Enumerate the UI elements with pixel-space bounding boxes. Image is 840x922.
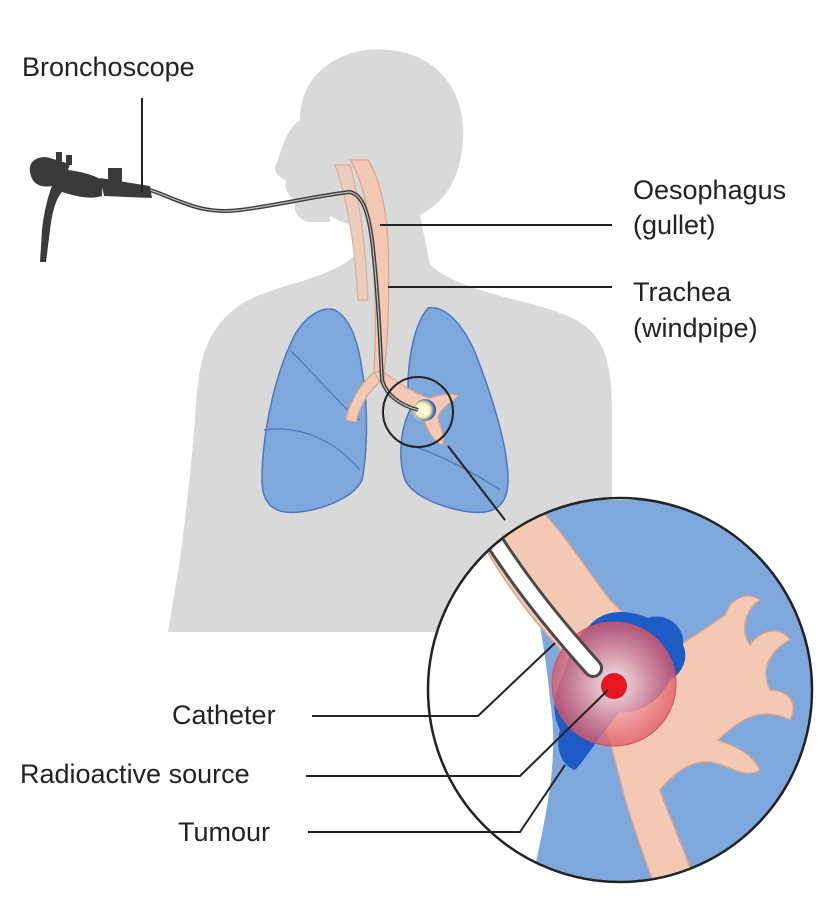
tumour-leader [308, 764, 566, 833]
left-lung [400, 307, 509, 514]
radioactive-source-label: Radioactive source [20, 759, 250, 789]
right-lung [261, 308, 368, 514]
leader-lines [141, 98, 612, 833]
trachea-label: Trachea [633, 277, 732, 307]
radioactive-source-dot [601, 673, 627, 699]
trachea-sublabel: (windpipe) [633, 313, 758, 343]
zoomed-view [426, 496, 814, 884]
bronchoscope-label: Bronchoscope [22, 52, 195, 82]
zoom-frame [426, 496, 814, 884]
catheter-label: Catheter [172, 700, 276, 730]
small-source-glow [411, 398, 435, 422]
tumour-label: Tumour [178, 817, 271, 847]
oesophagus-sublabel: (gullet) [633, 210, 716, 240]
zoom-connector [447, 445, 506, 521]
catheter-leader [312, 642, 556, 717]
radioactive-source-leader [306, 689, 609, 777]
oesophagus-label: Oesophagus [633, 175, 787, 205]
lungs [261, 307, 509, 514]
zoom-source-circle [382, 376, 454, 448]
bronchoscope-instrument [29, 152, 419, 412]
